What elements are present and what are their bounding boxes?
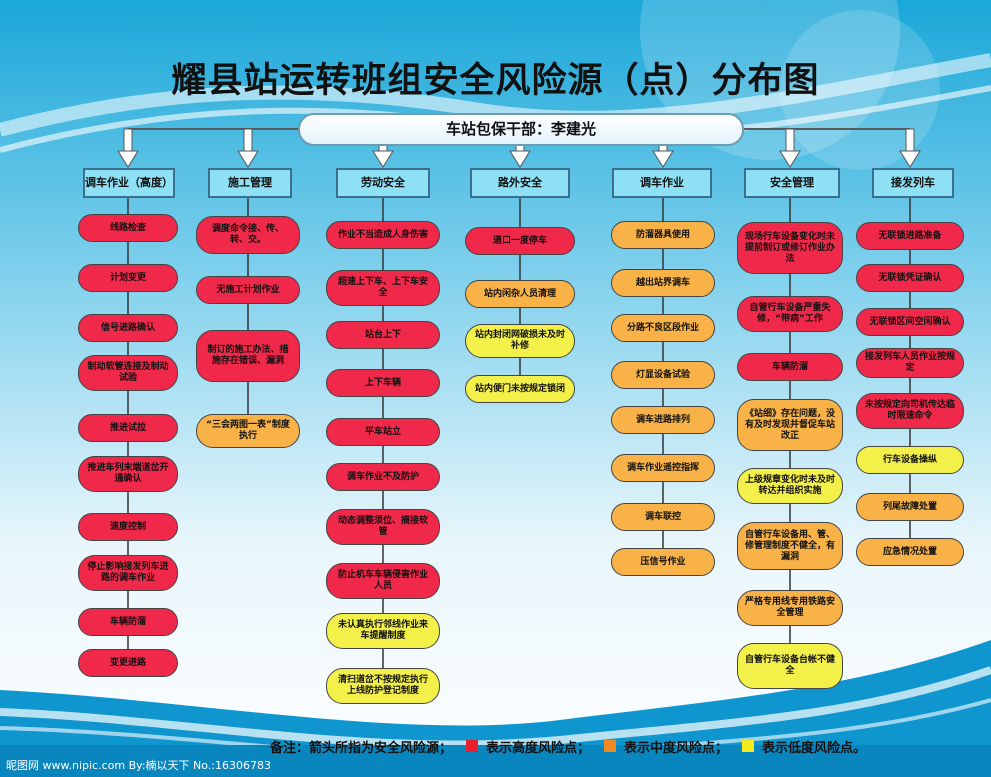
risk-node-high: 停止影响接发列车进路的调车作业 xyxy=(78,555,178,591)
watermark: 昵图网 www.nipic.com By:楠以天下 No.:16306783 xyxy=(6,759,271,772)
risk-node-high: 未按规定向司机传达临时限速命令 xyxy=(856,393,964,429)
risk-node-high: 站台上下 xyxy=(326,321,440,349)
risk-node-high: 速度控制 xyxy=(78,513,178,541)
risk-node-high: 车辆防溜 xyxy=(737,353,843,381)
risk-node-medium: 调车进路排列 xyxy=(611,406,715,434)
risk-node-high: 制订的施工办法、措施存在错误、漏洞 xyxy=(196,330,300,382)
risk-node-low: 清扫道岔不按规定执行上线防护登记制度 xyxy=(326,668,440,704)
risk-node-high: 信号进路确认 xyxy=(78,314,178,342)
risk-node-high: 无联锁凭证确认 xyxy=(856,264,964,292)
risk-node-high: 线路检查 xyxy=(78,214,178,242)
risk-node-high: 上下车辆 xyxy=(326,369,440,397)
legend-high-label: 表示高度风险点； xyxy=(486,740,591,756)
column-header: 调车作业（高度） xyxy=(83,168,175,198)
risk-node-medium: 防溜器具使用 xyxy=(611,221,715,249)
risk-node-low: 未认真执行邻线作业来车提醒制度 xyxy=(326,613,440,649)
page-title: 耀县站运转班组安全风险源（点）分布图 xyxy=(171,60,820,101)
risk-node-medium: 调车联控 xyxy=(611,503,715,531)
risk-node-medium: 《站细》存在问题，没有及时发现并督促车站改正 xyxy=(737,399,843,451)
column-header: 接发列车 xyxy=(872,168,954,198)
risk-node-high: 平车站立 xyxy=(326,418,440,446)
risk-node-high: 车辆防溜 xyxy=(78,608,178,636)
root-node: 车站包保干部：李建光 xyxy=(298,113,744,146)
risk-node-low: 站内便门未按规定锁闭 xyxy=(465,375,575,403)
risk-node-high: 超速上下车、上下车安全 xyxy=(326,270,440,306)
column-header: 路外安全 xyxy=(470,168,570,198)
legend-medium-swatch xyxy=(604,740,617,752)
column-header: 安全管理 xyxy=(744,168,840,198)
risk-node-medium: 越出站界调车 xyxy=(611,269,715,297)
legend-medium-label: 表示中度风险点； xyxy=(624,740,729,756)
risk-node-low: 站内封闭网破损未及时补修 xyxy=(465,324,575,358)
risk-node-low: 自管行车设备台帐不健全 xyxy=(737,643,843,689)
risk-node-high: 制动软管连接及制动试验 xyxy=(78,355,178,391)
risk-node-high: 计划变更 xyxy=(78,264,178,292)
legend-high-swatch xyxy=(466,740,479,752)
risk-node-medium: 调车作业遥控指挥 xyxy=(611,454,715,482)
column-header: 调车作业 xyxy=(612,168,712,198)
risk-node-high: 现场行车设备变化时未提前制订或修订作业办法 xyxy=(737,222,843,274)
risk-node-medium: 压信号作业 xyxy=(611,548,715,576)
risk-node-high: 接发列车人员作业按规定 xyxy=(856,348,964,378)
risk-node-high: 道口一度停车 xyxy=(465,227,575,255)
risk-node-high: 无联锁进路准备 xyxy=(856,222,964,250)
risk-node-medium: 应急情况处置 xyxy=(856,538,964,566)
risk-node-high: 推进试拉 xyxy=(78,414,178,442)
column-header: 施工管理 xyxy=(208,168,292,198)
risk-node-medium: 站内闲杂人员清理 xyxy=(465,280,575,308)
risk-node-high: 动态调整须位、摘接软管 xyxy=(326,509,440,545)
risk-node-medium: 自管行车设备用、管、修管理制度不健全，有漏洞 xyxy=(737,522,843,570)
risk-node-high: 无施工计划作业 xyxy=(196,276,300,304)
risk-node-low: 上级规章变化时未及时转达并组织实施 xyxy=(737,468,843,504)
legend-low-swatch xyxy=(742,740,755,752)
risk-node-medium: 列尾故障处置 xyxy=(856,493,964,521)
risk-node-medium: 分路不良区段作业 xyxy=(611,314,715,342)
risk-node-medium: 严格专用线专用铁路安全管理 xyxy=(737,590,843,626)
risk-node-medium: 灯显设备试验 xyxy=(611,361,715,389)
risk-node-high: 推进车列末端道岔开通确认 xyxy=(78,456,178,492)
risk-node-high: 自管行车设备严重失修，“带病”工作 xyxy=(737,296,843,332)
risk-node-low: 行车设备操纵 xyxy=(856,446,964,474)
risk-node-high: 变更进路 xyxy=(78,649,178,677)
legend: 备注：箭头所指为安全风险源； 表示高度风险点； 表示中度风险点； 表示低度风险点… xyxy=(270,736,866,756)
risk-node-high: 调度命令接、传、转、交。 xyxy=(196,216,300,254)
column-header: 劳动安全 xyxy=(336,168,430,198)
legend-low-label: 表示低度风险点。 xyxy=(762,740,867,756)
risk-node-medium: “三会两图一表”制度执行 xyxy=(196,414,300,448)
risk-node-high: 作业不当造成人身伤害 xyxy=(326,221,440,249)
risk-node-high: 调车作业不及防护 xyxy=(326,463,440,491)
risk-node-high: 无联锁区间空闲确认 xyxy=(856,308,964,336)
risk-node-high: 防止机车车辆侵害作业人员 xyxy=(326,563,440,599)
legend-note: 备注：箭头所指为安全风险源； xyxy=(270,740,453,756)
